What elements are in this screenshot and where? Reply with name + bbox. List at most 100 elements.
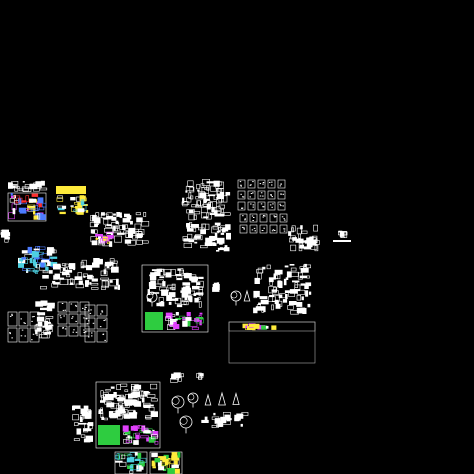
section-block — [298, 246, 303, 252]
detail-block — [221, 208, 225, 213]
detail-block — [188, 209, 194, 213]
layout-block — [152, 429, 155, 432]
layout-block — [150, 431, 158, 436]
drawing-sheet — [72, 316, 74, 318]
elevation-block — [274, 299, 279, 304]
drawing-sheet — [83, 317, 85, 319]
layout-block — [148, 406, 155, 412]
layout-block — [165, 316, 171, 321]
section-block — [306, 237, 312, 242]
elevation-block — [290, 267, 297, 272]
drawing-block — [139, 461, 145, 467]
layout-block — [124, 430, 131, 435]
block-symbol — [79, 195, 84, 202]
furniture-block — [91, 287, 99, 290]
drawing-geometry-layer — [0, 179, 351, 474]
drawing-block — [158, 466, 165, 471]
elevation-block — [296, 294, 302, 301]
elevation-block — [256, 304, 261, 308]
detail-sheet — [240, 193, 242, 195]
detail-sheet — [237, 190, 246, 200]
detail-block — [198, 227, 205, 231]
drawing-sheet — [96, 304, 108, 317]
furniture-block — [75, 283, 84, 289]
detail-sheet — [272, 203, 274, 205]
layout-block — [132, 391, 140, 398]
drawing-sheet — [84, 304, 96, 317]
elevation-block — [274, 269, 283, 275]
layout-block — [181, 287, 190, 292]
furniture-block — [128, 232, 134, 238]
elevation-block — [262, 300, 269, 305]
furniture-block — [90, 282, 99, 286]
layout-block — [110, 412, 118, 418]
drawing-sheet — [75, 304, 77, 306]
drawing-block — [116, 453, 120, 461]
furniture-block — [92, 262, 100, 268]
plant-symbol — [241, 412, 249, 416]
detail-sheet — [277, 179, 286, 189]
detail-sheet — [257, 190, 266, 200]
layout-block — [141, 397, 145, 403]
furniture-block — [134, 223, 142, 230]
drawing-sheet — [57, 313, 68, 325]
layout-block — [156, 302, 164, 307]
section-block — [288, 231, 292, 236]
drawing-block — [137, 452, 142, 459]
layout-block — [140, 435, 149, 439]
furniture-block — [106, 264, 110, 268]
layout-block — [182, 320, 188, 327]
detail-sheet — [242, 196, 244, 198]
detail-sheet — [250, 203, 252, 205]
drawing-sheet — [89, 312, 92, 314]
drawing-sheet — [68, 301, 79, 313]
layout-block — [145, 416, 152, 420]
block-symbol — [21, 186, 29, 192]
layout-block — [129, 412, 137, 419]
layout-block — [180, 268, 184, 275]
furniture-block — [127, 240, 136, 246]
layout-block — [83, 438, 91, 443]
drawing-sheet — [84, 317, 96, 330]
furniture-block — [19, 258, 24, 262]
planting-plan — [98, 425, 120, 445]
legend-swatch — [38, 206, 45, 211]
drawing-block — [44, 320, 49, 327]
layout-block — [160, 269, 165, 277]
furniture-block — [111, 216, 117, 221]
furniture-block — [18, 262, 24, 268]
layout-block — [168, 318, 173, 326]
detail-block — [214, 210, 218, 217]
detail-sheet — [271, 230, 274, 232]
furniture-block — [77, 272, 83, 279]
detail-sheet — [249, 213, 258, 223]
furniture-block — [105, 279, 109, 287]
detail-sheet — [267, 190, 276, 200]
section-block — [309, 236, 314, 243]
elevation-block — [273, 273, 276, 280]
furniture-block — [61, 271, 70, 276]
layout-block — [150, 383, 158, 390]
furniture-block — [78, 280, 83, 285]
detail-block — [215, 238, 223, 241]
detail-block — [214, 222, 221, 226]
layout-block — [195, 292, 204, 295]
drawing-sheet — [83, 332, 85, 333]
detail-sheet — [253, 227, 256, 229]
drawing-sheet — [75, 331, 78, 333]
legend-table-entry — [265, 325, 269, 329]
block-symbol — [57, 207, 65, 211]
detail-block — [186, 223, 190, 227]
legend-swatch — [13, 195, 21, 203]
furniture-block — [91, 278, 98, 282]
elevation-block — [275, 303, 281, 309]
drawing-sheet — [59, 315, 62, 317]
legend-swatch — [38, 202, 42, 208]
drawing-sheet — [91, 332, 93, 334]
layout-block — [185, 285, 190, 289]
layout-block — [196, 282, 201, 285]
drawing-block — [127, 464, 134, 469]
layout-block — [215, 287, 218, 290]
